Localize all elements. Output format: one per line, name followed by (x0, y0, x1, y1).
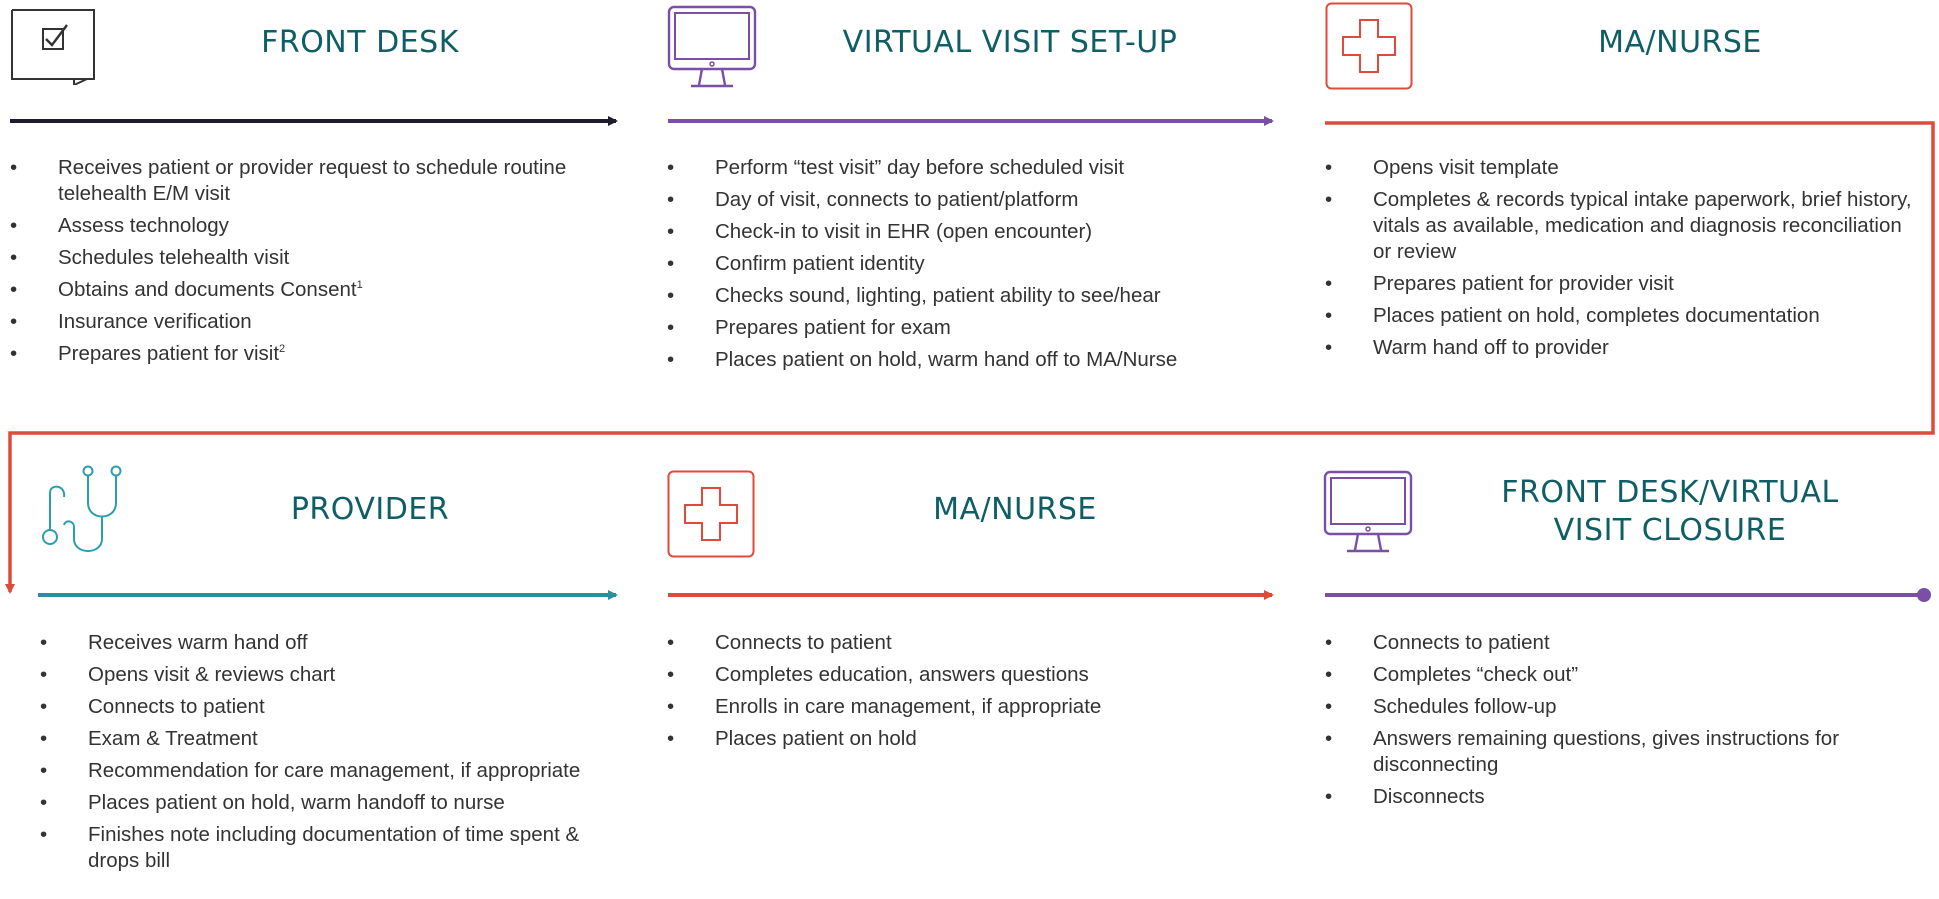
step-bullets: Opens visit template Completes & records… (1325, 155, 1925, 367)
list-item: Perform “test visit” day before schedule… (667, 155, 1277, 181)
list-item: Day of visit, connects to patient/platfo… (667, 187, 1277, 213)
list-item-text: Prepares patient for visit (58, 342, 280, 365)
list-item: Completes “check out” (1325, 662, 1925, 688)
list-item: Connects to patient (667, 630, 1267, 656)
list-item: Check-in to visit in EHR (open encounter… (667, 219, 1277, 245)
step-bullets: Connects to patient Completes “check out… (1325, 630, 1925, 816)
list-item: Prepares patient for exam (667, 315, 1277, 341)
list-item: Prepares patient for visit2 (10, 341, 610, 367)
step-title: MA/NURSE (933, 492, 1097, 527)
arrow-ma-nurse-wrap (5, 121, 1935, 594)
list-item: Warm hand off to provider (1325, 335, 1925, 361)
list-item: Opens visit & reviews chart (40, 662, 600, 688)
list-item: Answers remaining questions, gives instr… (1325, 726, 1925, 778)
list-item: Schedules follow-up (1325, 694, 1925, 720)
medical-cross-icon (1325, 2, 1413, 90)
step-title: MA/NURSE (1598, 25, 1762, 60)
list-item: Places patient on hold, warm hand off to… (667, 347, 1277, 373)
stethoscope-icon (42, 465, 122, 552)
step-bullets: Receives warm hand off Opens visit & rev… (40, 630, 600, 880)
list-item: Insurance verification (10, 309, 610, 335)
list-item: Enrolls in care management, if appropria… (667, 694, 1267, 720)
list-item: Completes education, answers questions (667, 662, 1267, 688)
list-item-text: Obtains and documents Consent (58, 278, 357, 301)
list-item: Prepares patient for provider visit (1325, 271, 1925, 297)
list-item: Exam & Treatment (40, 726, 600, 752)
list-item: Receives warm hand off (40, 630, 600, 656)
list-item: Connects to patient (40, 694, 600, 720)
list-item: Connects to patient (1325, 630, 1925, 656)
list-item: Checks sound, lighting, patient ability … (667, 283, 1277, 309)
list-item: Confirm patient identity (667, 251, 1277, 277)
footnote-marker: 2 (279, 343, 286, 356)
list-item: Finishes note including documentation of… (40, 822, 600, 874)
step-bullets: Receives patient or provider request to … (10, 155, 610, 373)
list-item: Assess technology (10, 213, 610, 239)
list-item: Schedules telehealth visit (10, 245, 610, 271)
list-item: Recommendation for care management, if a… (40, 758, 600, 784)
list-item: Disconnects (1325, 784, 1925, 810)
step-title: VIRTUAL VISIT SET-UP (842, 25, 1178, 60)
list-item: Places patient on hold, warm handoff to … (40, 790, 600, 816)
list-item: Obtains and documents Consent1 (10, 277, 610, 303)
step-title: PROVIDER (290, 492, 450, 527)
step-title-line1: FRONT DESK/VIRTUAL (1501, 475, 1839, 510)
list-item: Opens visit template (1325, 155, 1925, 181)
step-bullets: Perform “test visit” day before schedule… (667, 155, 1277, 379)
closure-end-dot (1917, 588, 1931, 602)
step-title: FRONT DESK/VIRTUAL VISIT CLOSURE (1440, 474, 1900, 550)
step-title-line2: VISIT CLOSURE (1553, 513, 1787, 548)
list-item: Completes & records typical intake paper… (1325, 187, 1925, 265)
monitor-icon (667, 5, 757, 88)
medical-cross-icon (667, 470, 755, 558)
list-item: Receives patient or provider request to … (10, 155, 610, 207)
list-item: Places patient on hold, completes docume… (1325, 303, 1925, 329)
checkbox-chat-icon (11, 9, 95, 85)
step-title: FRONT DESK (261, 25, 459, 60)
list-item: Places patient on hold (667, 726, 1267, 752)
step-bullets: Connects to patient Completes education,… (667, 630, 1267, 758)
monitor-icon (1323, 470, 1413, 553)
footnote-marker: 1 (356, 279, 363, 292)
